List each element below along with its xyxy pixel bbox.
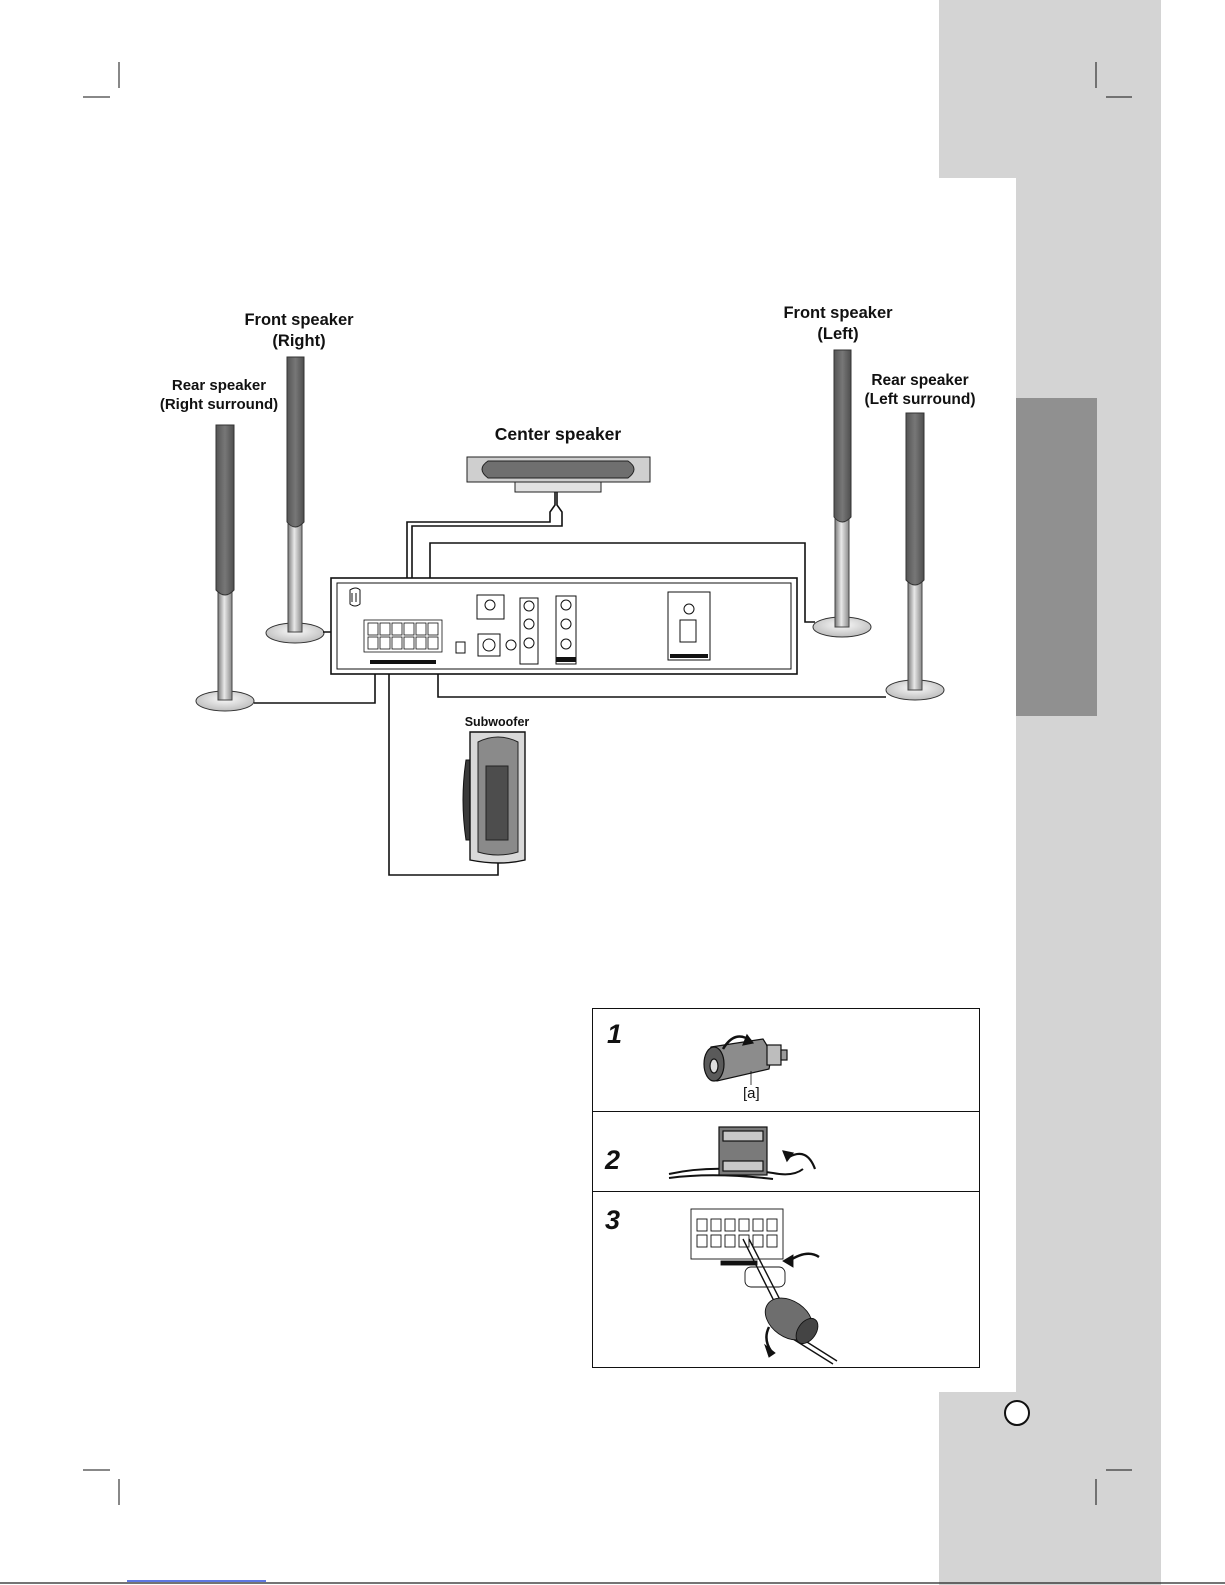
label-rear-speaker-left: Rear speaker(Left surround) <box>856 371 984 409</box>
ferrite-core-steps-illustration <box>593 1009 981 1369</box>
rear-speaker-right <box>196 425 254 711</box>
rear-speaker-left <box>886 413 944 700</box>
ferrite-core-install <box>691 1209 837 1364</box>
label-front-speaker-left: Front speaker(Left) <box>773 303 903 345</box>
label-subwoofer: Subwoofer <box>452 712 542 733</box>
label-center-speaker: Center speaker <box>478 424 638 445</box>
label-rear-speaker-right: Rear speaker(Right surround) <box>150 376 288 414</box>
speaker-wires <box>254 492 886 875</box>
receiver-rear-panel <box>331 578 797 674</box>
center-speaker <box>467 457 650 492</box>
subwoofer <box>463 732 525 863</box>
ferrite-core-open <box>704 1035 787 1085</box>
label-front-speaker-right: Front speaker(Right) <box>234 310 364 352</box>
ferrite-core-box: 1 2 3 [a] <box>592 1008 980 1368</box>
ferrite-core-wrap <box>669 1127 815 1179</box>
